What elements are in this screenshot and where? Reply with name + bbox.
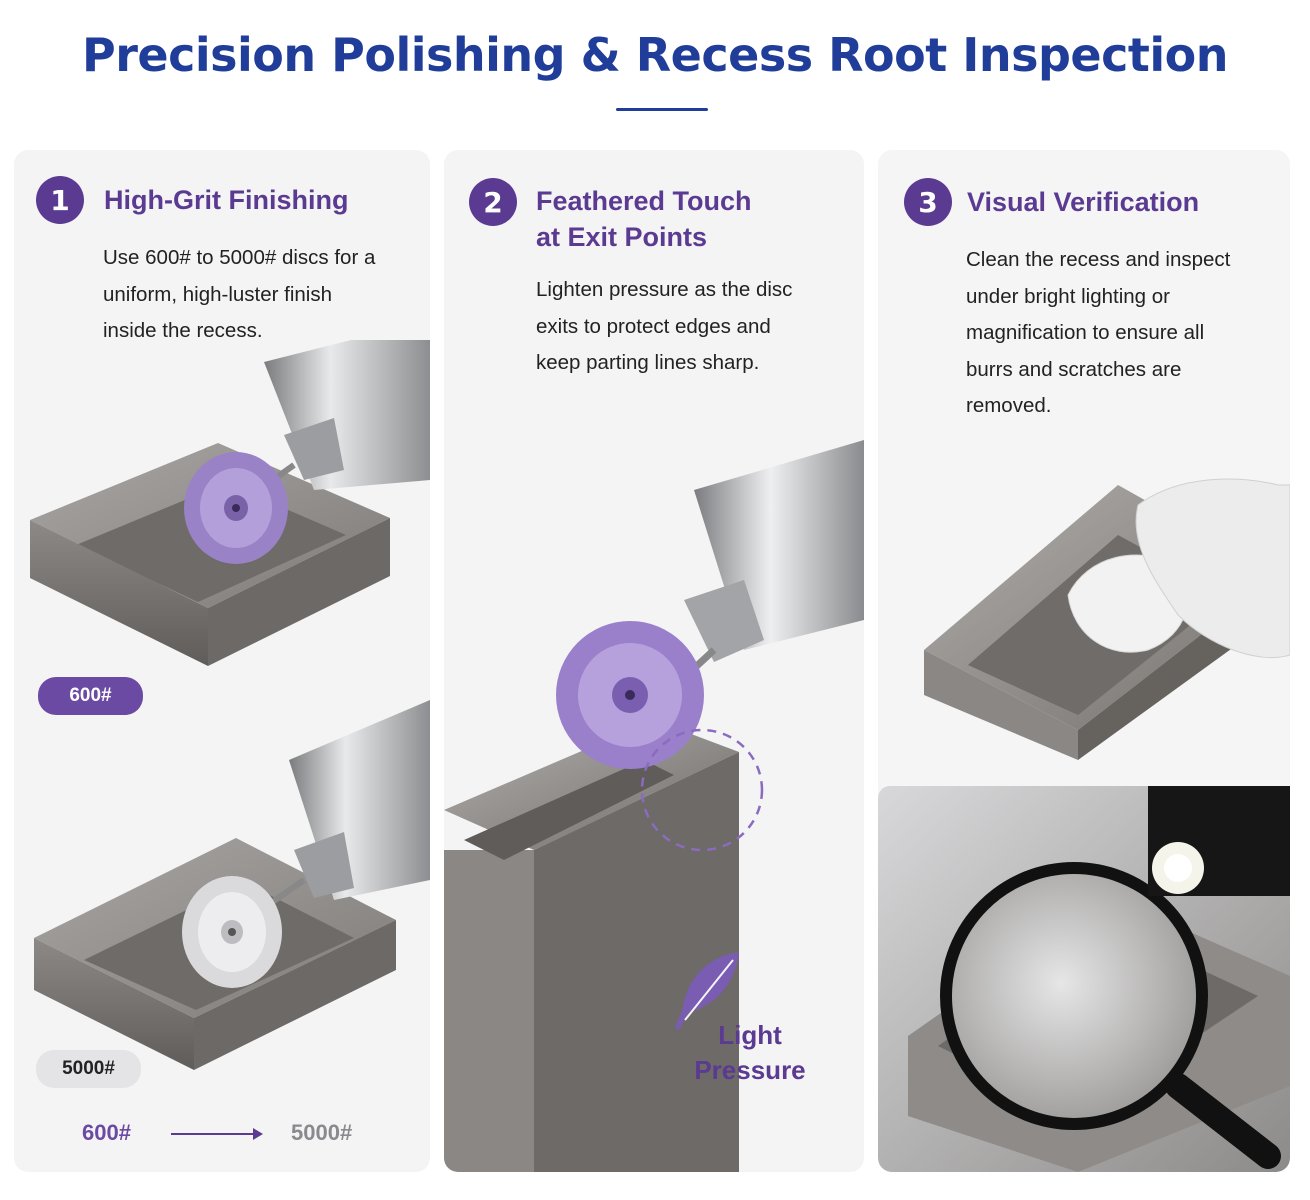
light-pressure-callout: Light Pressure [694, 1020, 806, 1085]
step-panel-2: 2 Feathered Touch at Exit Points Lighten… [444, 150, 864, 1172]
feather-icon [675, 952, 739, 1030]
title-underline [616, 108, 708, 111]
cleaning-illustration [878, 475, 1290, 760]
magnifier-illustration [878, 786, 1290, 1172]
grit-badge-600: 600# [38, 677, 143, 715]
step-description: Clean the recess and inspect under brigh… [966, 248, 1231, 417]
exit-point-illustration [444, 440, 864, 1172]
progression-end: 5000# [291, 1120, 353, 1145]
step-description: Lighten pressure as the disc exits to pr… [536, 278, 793, 374]
step-title: High-Grit Finishing [104, 185, 349, 215]
polishing-illustration-600 [30, 340, 430, 666]
grit-badge-5000: 5000# [36, 1050, 141, 1088]
step-title: Visual Verification [967, 187, 1200, 217]
polishing-illustration-5000 [34, 700, 430, 1070]
progression-start: 600# [82, 1120, 131, 1145]
step-description: Use 600# to 5000# discs for a uniform, h… [103, 246, 376, 342]
page-title: Precision Polishing & Recess Root Inspec… [82, 28, 1228, 82]
step-panel-1: 1 High-Grit Finishing Use 600# to 5000# … [14, 150, 430, 1172]
arrow-right-icon [171, 1128, 263, 1140]
step-title: Feathered Touch at Exit Points [536, 186, 752, 252]
step-number-badge: 2 [469, 178, 517, 226]
step-number-badge: 1 [36, 176, 84, 224]
step-number-badge: 3 [904, 178, 952, 226]
step-panel-3: 3 Visual Verification Clean the recess a… [878, 150, 1290, 1172]
